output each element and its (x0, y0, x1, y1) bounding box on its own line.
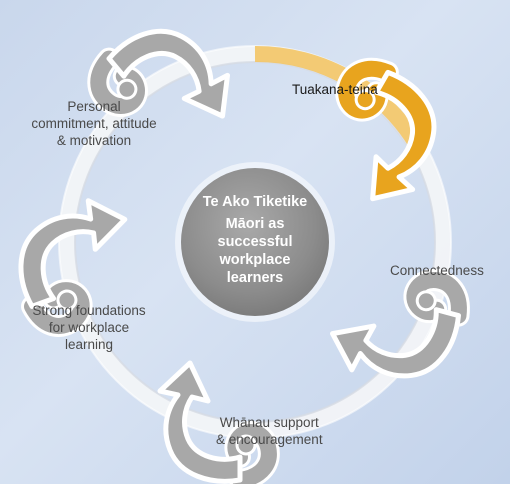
koru-arrow-icon (157, 360, 280, 484)
koru-arrow-icon (18, 198, 128, 337)
center-title: Te Ako Tiketike (202, 194, 308, 210)
center-disc (181, 168, 329, 316)
segment-label-tuakana-teina: Tuakana-teina (292, 82, 378, 97)
segment-label-strong-foundations: Strong foundations for workplace learnin… (32, 303, 146, 352)
segment-label-personal-commitment: Personal commitment, attitude & motivati… (31, 99, 157, 148)
segment-label-whanau-support: Whānau support & encouragement (216, 415, 323, 447)
center-subtitle: Māori as successful workplace learners (217, 216, 293, 286)
center-caption: Te Ako Tiketike Māori as successful work… (190, 193, 320, 287)
koru-arrow-icon (335, 57, 437, 202)
koru-arrow-icon (87, 28, 230, 119)
segment-label-connectedness: Connectedness (390, 263, 484, 278)
koru-arrow-icon (330, 269, 470, 379)
